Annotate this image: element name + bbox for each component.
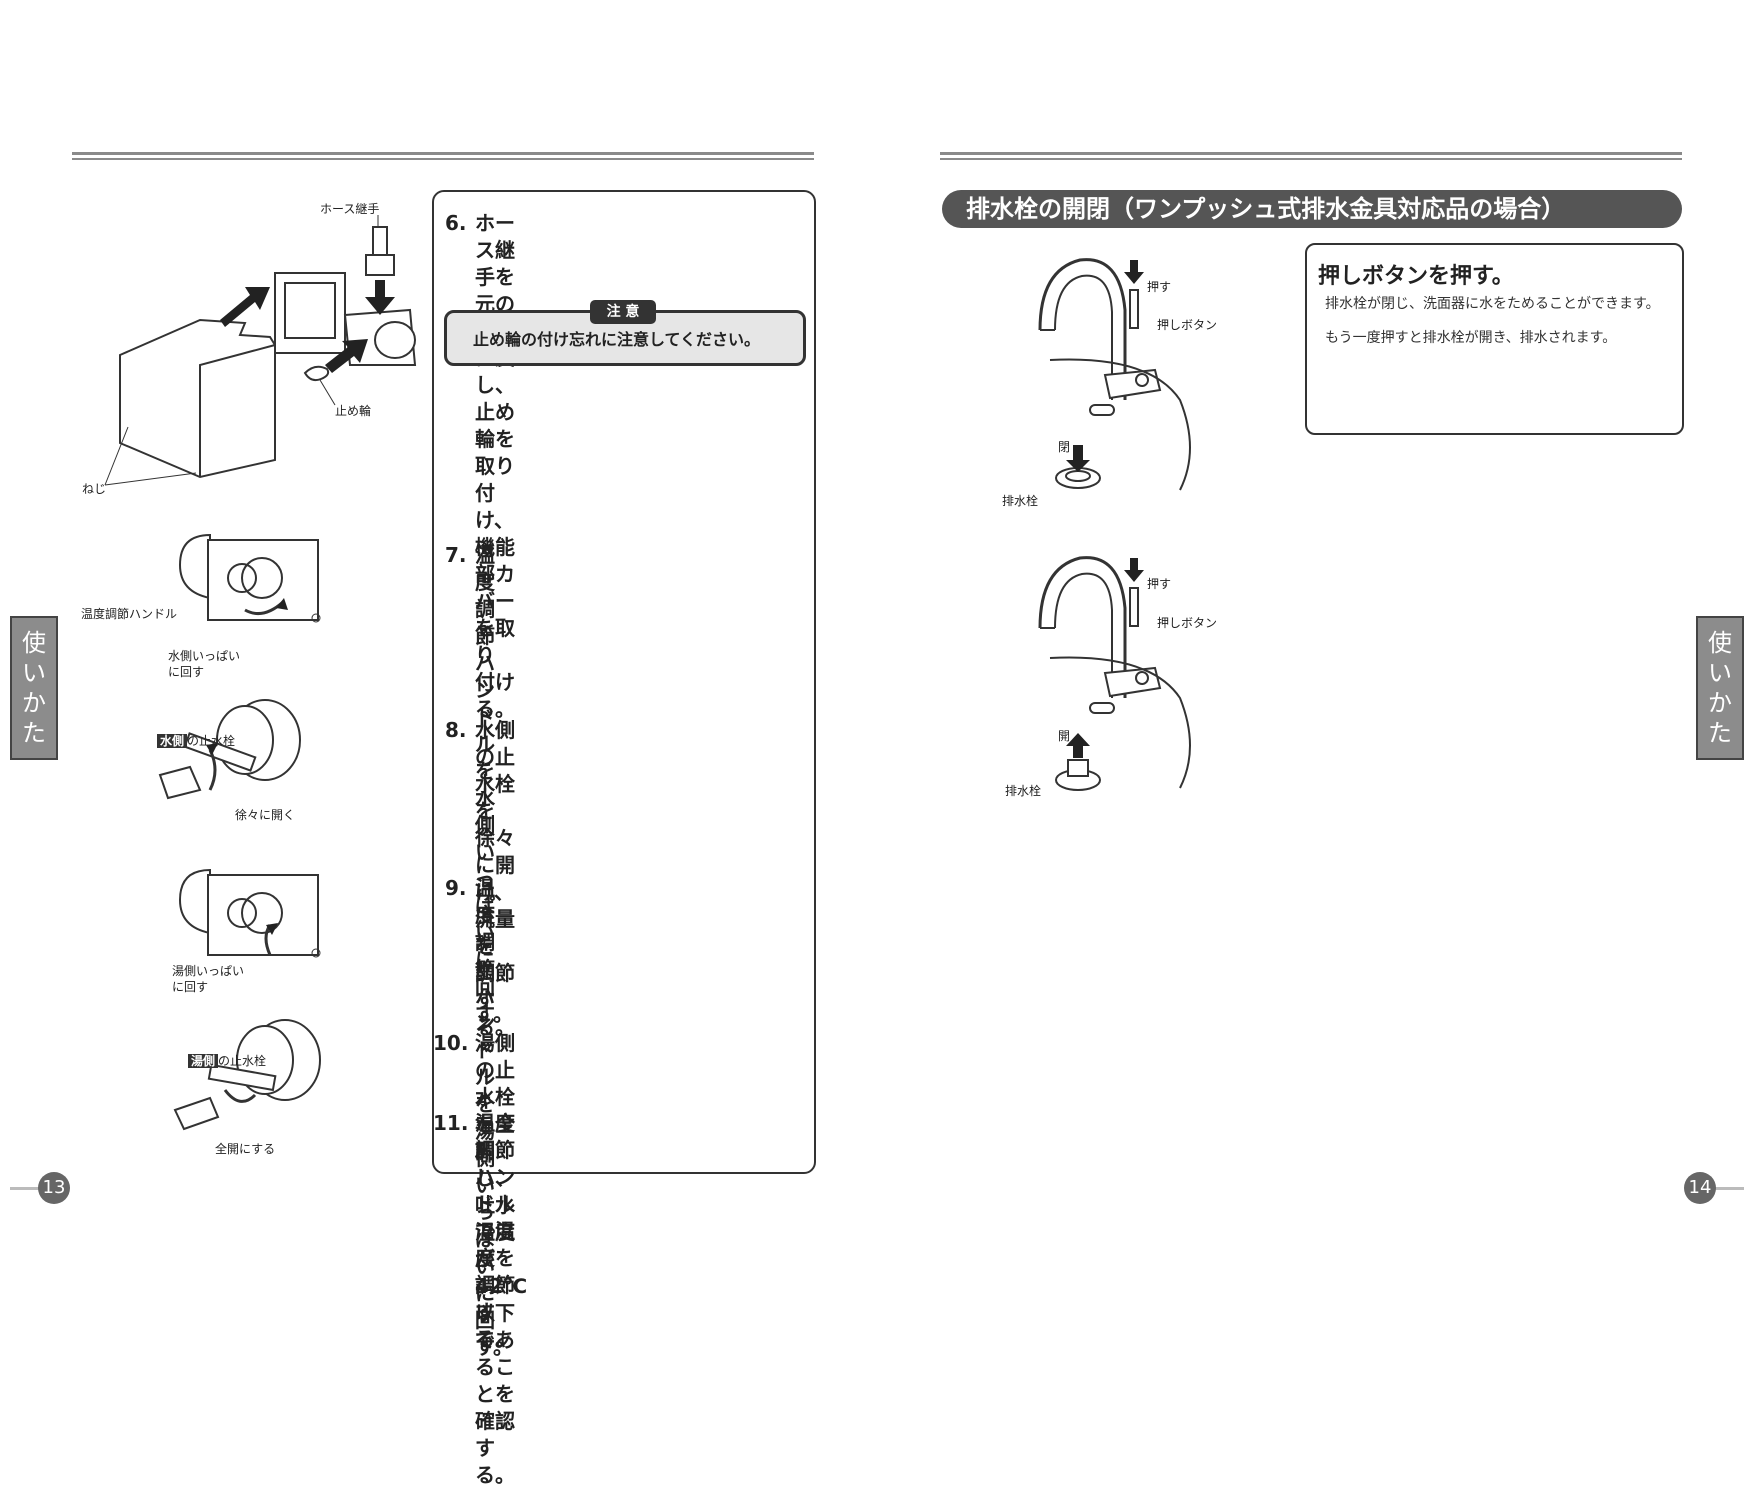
label-water-side: 水側の止水栓 xyxy=(157,732,235,749)
caution-tag: 注 意 xyxy=(590,300,656,324)
label-turn-hot-1: 湯側いっぱい xyxy=(172,964,245,978)
label-closed: 閉 xyxy=(1058,440,1071,454)
temp-handle-water-illustration xyxy=(178,533,321,623)
label-temp-handle: 温度調節ハンドル xyxy=(81,607,178,621)
label-stop-ring: 止め輪 xyxy=(335,404,372,418)
label-push-2: 押す xyxy=(1147,577,1172,591)
label-fully-open: 全開にする xyxy=(215,1142,276,1156)
label-hot-side: 湯側の止水栓 xyxy=(188,1052,266,1069)
page-number-right: 14 xyxy=(1684,1172,1716,1204)
side-tab-right: 使いかた xyxy=(1696,616,1744,760)
page-number-left: 13 xyxy=(38,1172,70,1204)
label-push-button-2: 押しボタン xyxy=(1157,616,1218,630)
top-rule-right xyxy=(940,152,1682,160)
label-push-button-1: 押しボタン xyxy=(1157,318,1218,332)
info-title: 押しボタンを押す。 xyxy=(1318,264,1514,289)
label-hose-joint: ホース継手 xyxy=(320,202,380,216)
label-turn-hot-2: に回す xyxy=(172,980,209,994)
label-drain-plug-2: 排水栓 xyxy=(1005,784,1042,798)
label-opened: 開 xyxy=(1058,729,1071,743)
caution-text: 止め輪の付け忘れに注意してください。 xyxy=(473,330,761,349)
label-drain-plug-1: 排水栓 xyxy=(1002,494,1039,508)
page-line-right xyxy=(1712,1187,1744,1190)
cover-install-illustration xyxy=(104,215,417,486)
label-turn-water-2: に回す xyxy=(168,665,205,679)
faucet-open-illustration xyxy=(1038,556,1191,791)
label-push-1: 押す xyxy=(1147,280,1172,294)
info-line-1: 排水栓が閉じ、洗面器に水をためることができます。 xyxy=(1325,296,1660,312)
water-stop-valve-illustration xyxy=(158,699,301,800)
page-line-left xyxy=(10,1187,42,1190)
temp-handle-hot-illustration xyxy=(178,868,321,958)
info-box xyxy=(1305,243,1684,435)
side-tab-left: 使いかた xyxy=(10,616,58,760)
hot-stop-valve-illustration xyxy=(173,1019,321,1131)
faucet-closed-illustration xyxy=(1038,258,1191,491)
label-turn-water-1: 水側いっぱい xyxy=(168,649,241,663)
info-line-2: もう一度押すと排水栓が開き、排水されます。 xyxy=(1325,330,1617,346)
section-title: 排水栓の開閉（ワンプッシュ式排水金具対応品の場合） xyxy=(942,190,1682,228)
steps-panel xyxy=(432,190,816,1174)
label-open-gradually: 徐々に開く xyxy=(235,808,296,822)
label-screw: ねじ xyxy=(82,482,107,496)
top-rule-left xyxy=(72,152,814,160)
